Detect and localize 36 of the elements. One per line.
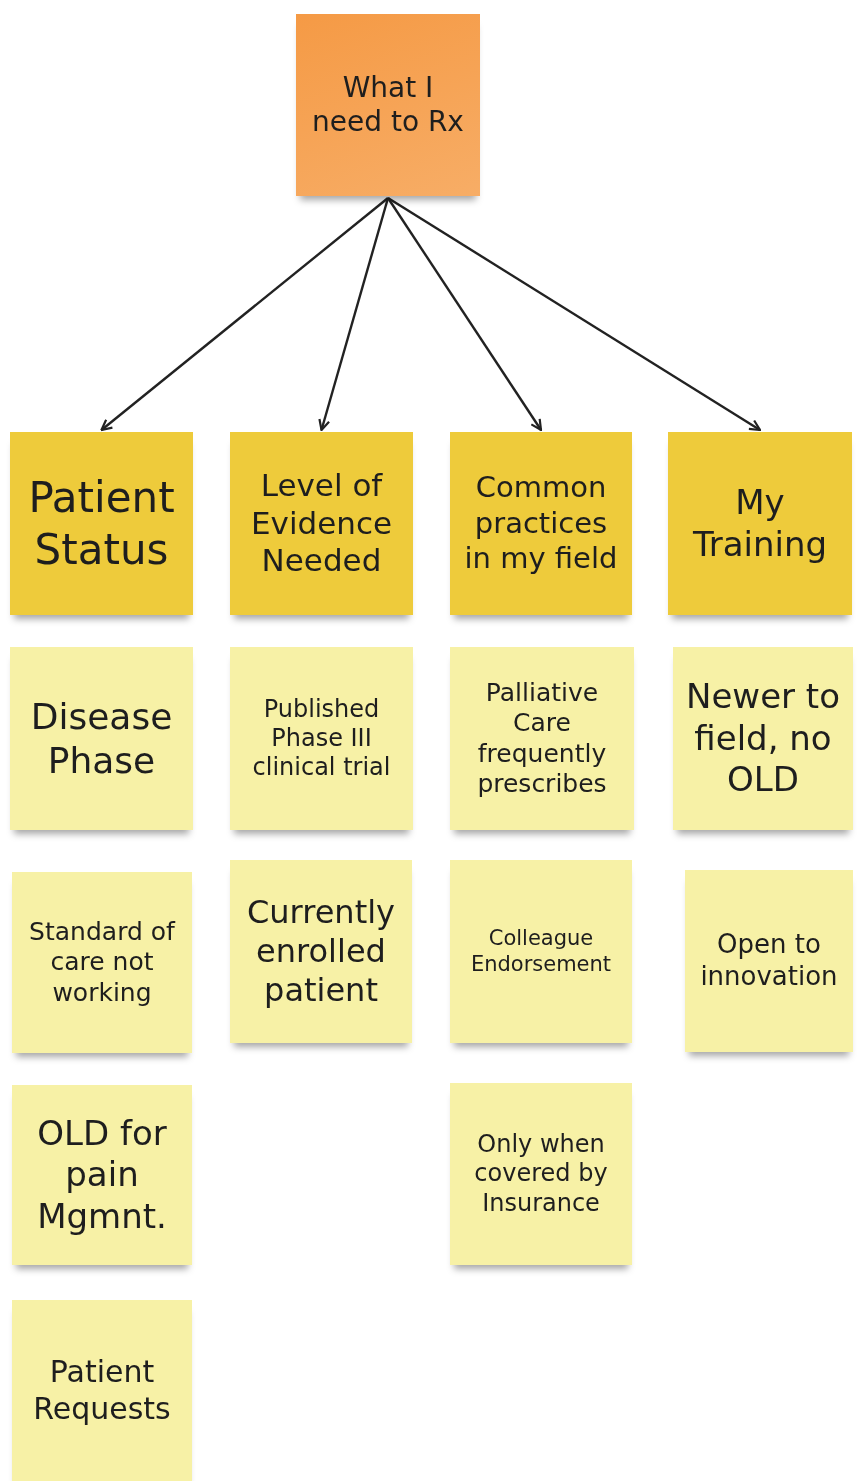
- arrow: [387, 197, 762, 432]
- sticky-note: [673, 647, 853, 830]
- sticky-note: [10, 647, 193, 830]
- note-text: Only when covered by Insurance: [473, 1130, 609, 1218]
- note-text: Open to innovation: [699, 929, 839, 993]
- sticky-note: [230, 860, 412, 1043]
- sticky-note: [230, 432, 413, 615]
- sticky-note: [230, 647, 413, 830]
- arrow: [387, 197, 543, 432]
- note-text: OLD for pain Mgmnt.: [36, 1112, 168, 1238]
- note-text: My Training: [691, 482, 829, 565]
- sticky-note: [10, 432, 193, 615]
- note-text: Standard of care not working: [28, 916, 177, 1009]
- note-text: Level of Evidence Needed: [249, 466, 394, 581]
- note-text: What I need to Rx: [311, 70, 465, 140]
- note-text: Published Phase III clinical trial: [251, 694, 392, 783]
- note-text: Newer to field, no OLD: [685, 676, 841, 801]
- sticky-note: [450, 647, 634, 830]
- note-text: Colleague Endorsement: [469, 925, 613, 978]
- note-text: Patient Status: [27, 472, 176, 575]
- note-text: Common practices in my field: [463, 470, 619, 577]
- sticky-note: [12, 1085, 192, 1265]
- sticky-note: [450, 432, 632, 615]
- note-text: Patient Requests: [32, 1353, 172, 1428]
- note-text: Disease Phase: [29, 694, 174, 783]
- sticky-note: [450, 860, 632, 1043]
- arrow: [100, 197, 389, 432]
- sticky-note: [296, 14, 480, 196]
- sticky-note: [450, 1083, 632, 1265]
- sticky-note: [12, 1300, 192, 1481]
- note-text: Currently enrolled patient: [246, 892, 396, 1011]
- sticky-note: [685, 870, 853, 1052]
- note-text: Palliative Care frequently prescribes: [476, 677, 608, 800]
- sticky-note: [12, 872, 192, 1053]
- sticky-note: [668, 432, 852, 615]
- arrow: [318, 197, 390, 432]
